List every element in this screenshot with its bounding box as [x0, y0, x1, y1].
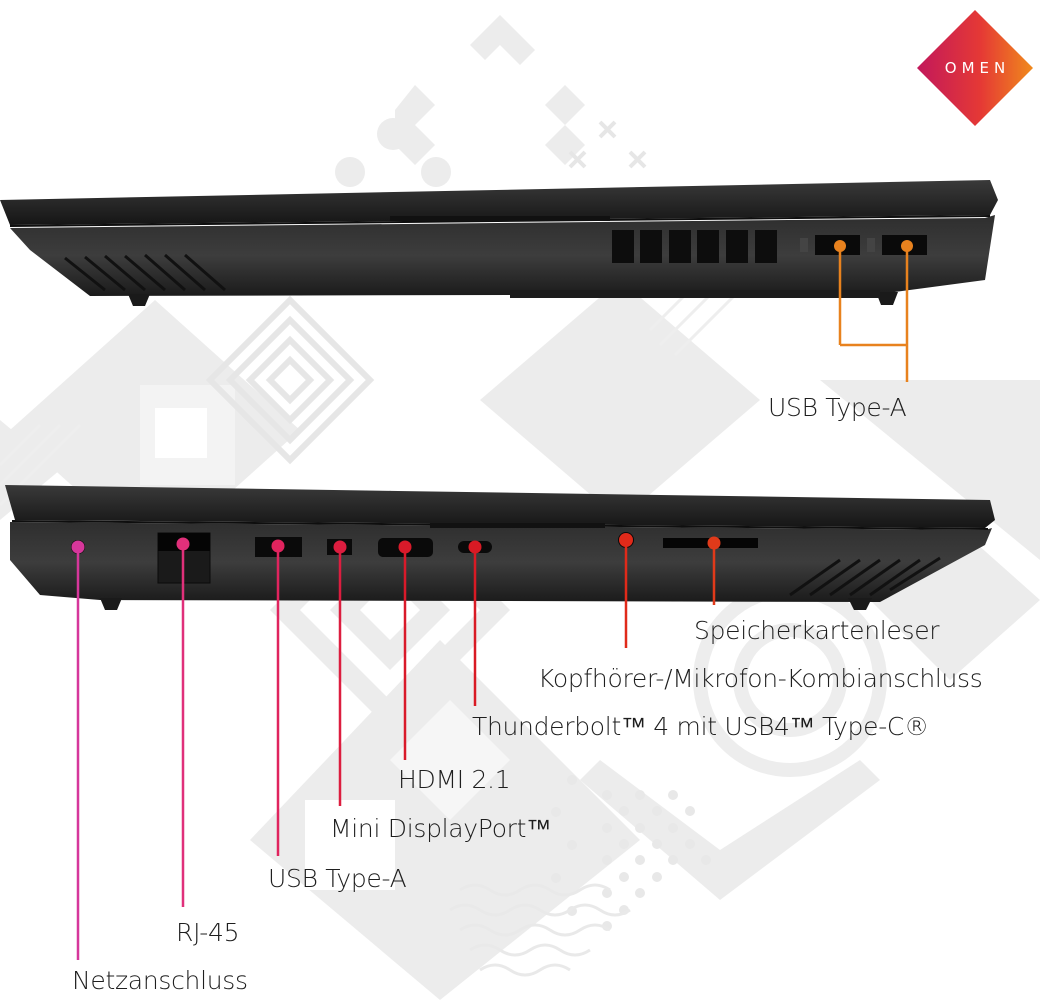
label-usb-a-left: USB Type-A — [268, 864, 407, 893]
label-mini-dp: Mini DisplayPort™ — [330, 814, 551, 843]
omen-logo: OMEN — [915, 8, 1035, 128]
label-usb-a-right: USB Type-A — [768, 393, 907, 422]
bottom-laptop — [5, 485, 995, 610]
logo-text: OMEN — [944, 59, 1011, 77]
label-rj45: RJ-45 — [176, 918, 240, 947]
label-hdmi: HDMI 2.1 — [398, 765, 511, 794]
label-thunderbolt: Thunderbolt™ 4 mit USB4™ Type-C® — [472, 712, 929, 741]
label-power: Netzanschluss — [72, 966, 248, 995]
top-laptop — [0, 180, 998, 306]
label-audio-combo: Kopfhörer-/Mikrofon-Kombianschluss — [538, 664, 983, 693]
label-card-reader: Speicherkartenleser — [694, 616, 940, 645]
vent-grille — [612, 230, 777, 263]
callout-usb-a-right — [838, 246, 909, 382]
logo-diamond-icon — [917, 10, 1033, 126]
